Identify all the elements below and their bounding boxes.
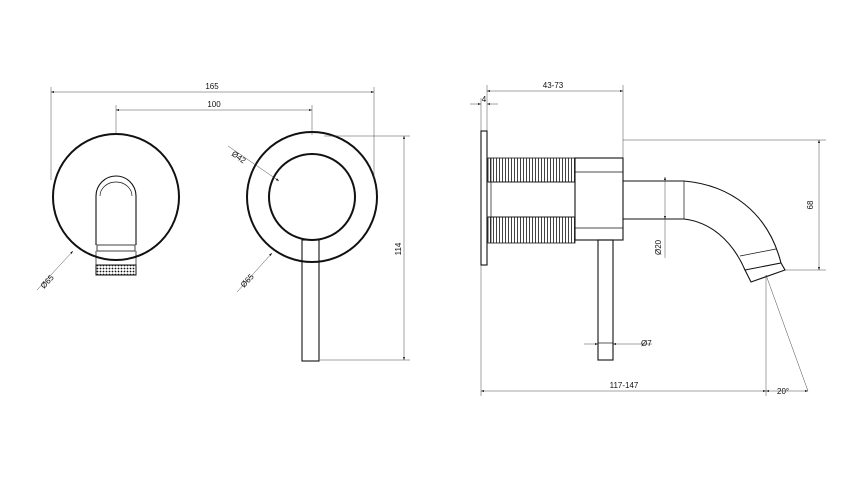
- dim-43-73-label: 43-73: [543, 81, 564, 90]
- dim-7-label: Ø7: [641, 339, 652, 348]
- side-view: 4 43-73 68 Ø20 Ø7: [470, 81, 826, 396]
- dim-117-147-label: 117-147: [610, 381, 639, 390]
- dim-lever-dia: Ø7: [584, 339, 652, 348]
- dim-lever-rosette-dia: Ø65: [236, 252, 273, 293]
- lever-rosette: [246, 131, 378, 362]
- dim-42-label: Ø42: [230, 149, 248, 165]
- dim-100-label: 100: [207, 100, 221, 109]
- spout-rosette: [52, 133, 180, 276]
- dim-total-length: 117-147: [480, 265, 767, 396]
- dim-68-label: 68: [806, 200, 815, 209]
- dim-outlet-angle: 20°: [765, 274, 809, 396]
- dim-height: 114: [320, 135, 410, 361]
- dim-plate-thickness: 4: [470, 95, 498, 131]
- dim-spout-dia-label: Ø65: [39, 273, 56, 291]
- dim-20deg-label: 20°: [777, 387, 789, 396]
- threaded-body: [487, 157, 576, 244]
- dim-spout-rosette-dia: Ø65: [36, 250, 74, 291]
- lever-handle: [301, 239, 320, 362]
- dim-overall-width: 165: [50, 82, 375, 180]
- front-view: 165 100 Ø65 Ø65 Ø42 114: [36, 82, 410, 362]
- lever-side: [597, 239, 614, 361]
- dim-spout-dia: Ø20: [654, 177, 667, 258]
- dim-body-depth: 43-73: [486, 81, 624, 158]
- spout-profile: [623, 180, 786, 283]
- dim-114-label: 114: [394, 242, 403, 255]
- dim-lever-dia-label: Ø65: [239, 272, 256, 290]
- dim-spout-height: 68: [623, 139, 826, 271]
- dim-165-label: 165: [205, 82, 219, 91]
- dim-centers: 100: [115, 100, 313, 135]
- wall-plate: [480, 130, 488, 266]
- dim-4-label: 4: [482, 95, 487, 104]
- dim-20-label: Ø20: [654, 239, 663, 255]
- dim-knob-dia: Ø42: [227, 145, 280, 182]
